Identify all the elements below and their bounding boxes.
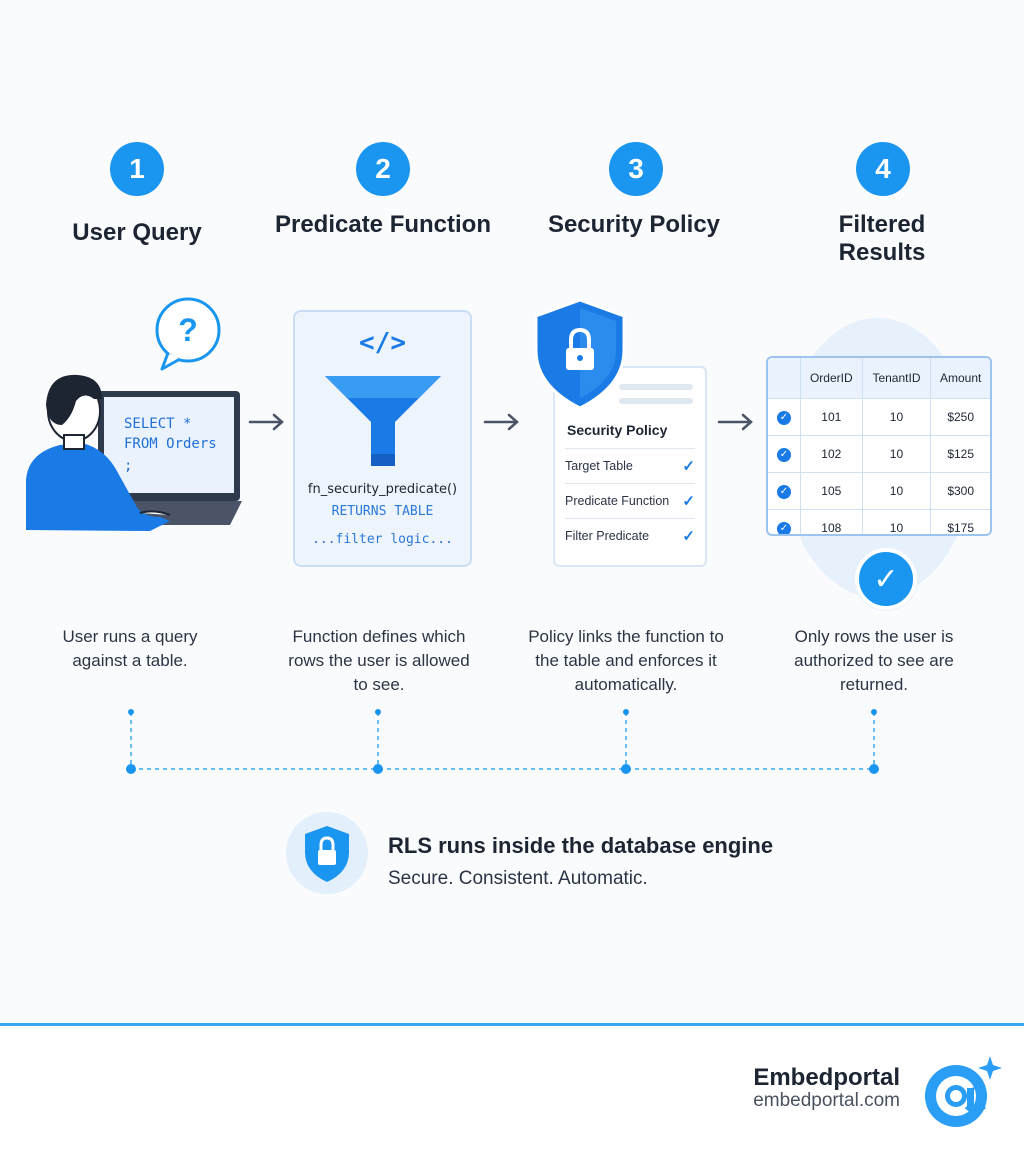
shield-lock-icon [286, 812, 368, 894]
column-header: OrderID [800, 358, 863, 399]
banner-subtitle: Secure. Consistent. Automatic. [388, 868, 648, 889]
check-circle-icon: ✓ [777, 448, 791, 462]
table-cell: $175 [930, 509, 990, 534]
results-header-row: OrderID TenantID Amount [768, 358, 990, 399]
arrow-right-icon [248, 413, 284, 431]
table-cell: $250 [930, 398, 990, 436]
check-circle-icon: ✓ [777, 411, 791, 425]
code-icon: </> [359, 328, 406, 358]
table-cell: 10 [861, 472, 931, 510]
arrow-right-icon [483, 413, 519, 431]
svg-text:?: ? [178, 312, 198, 348]
step-3-title: Security Policy [547, 211, 721, 238]
step-1-title: User Query [72, 219, 202, 246]
predicate-logic: ...filter logic... [312, 532, 453, 547]
table-cell: $300 [930, 472, 990, 510]
policy-row-label: Target Table [565, 459, 633, 473]
column-header: TenantID [861, 358, 931, 399]
step-2-description: Function defines which rows the user is … [288, 627, 470, 694]
arrow-right-icon [717, 413, 753, 431]
step-3-description: Policy links the function to the table a… [528, 627, 724, 694]
table-cell: 10 [861, 509, 931, 534]
at-sign-logo [925, 1056, 1002, 1127]
policy-row-target-table: Target Table ✓ [565, 448, 695, 483]
table-row: ✓ 102 10 $125 [768, 435, 990, 473]
checkmark-badge-icon: ✓ [855, 548, 917, 610]
table-row: ✓ 105 10 $300 [768, 472, 990, 510]
predicate-returns: RETURNS TABLE [331, 504, 434, 519]
step-2-title: Predicate Function [274, 211, 492, 238]
checkmark-icon: ✓ [682, 528, 695, 545]
table-cell: $125 [930, 435, 990, 473]
step-4-number: 4 [856, 142, 910, 196]
user-laptop-illustration: ? [26, 297, 242, 531]
table-cell: 102 [800, 435, 863, 473]
predicate-function-card: </> fn_security_predicate() RETURNS TABL… [293, 310, 472, 567]
table-row: ✓ 108 10 $175 [768, 509, 990, 534]
step-4-description: Only rows the user is authorized to see … [794, 627, 954, 694]
query-line-1: SELECT * [124, 416, 192, 432]
policy-card-title: Security Policy [567, 422, 668, 438]
table-cell: 108 [800, 509, 863, 534]
footer-divider [0, 1023, 1024, 1026]
table-cell: 10 [861, 435, 931, 473]
table-cell: 105 [800, 472, 863, 510]
query-line-2: FROM Orders [124, 436, 217, 452]
policy-row-label: Filter Predicate [565, 529, 650, 543]
banner-title: RLS runs inside the database engine [388, 833, 774, 858]
check-circle-icon: ✓ [777, 485, 791, 499]
checkmark-icon: ✓ [682, 493, 695, 510]
table-row: ✓ 101 10 $250 [768, 398, 990, 436]
brand-name: Embedportal [753, 1064, 900, 1091]
brand-url: embedportal.com [753, 1090, 900, 1111]
footer [0, 1026, 1024, 1154]
query-line-3: ; [124, 458, 133, 474]
step-1-description: User runs a query against a table. [62, 627, 198, 670]
step-4-title: Filtered Results [838, 211, 926, 266]
checkmark-icon: ✓ [682, 458, 695, 475]
policy-row-label: Predicate Function [565, 494, 670, 508]
predicate-function-name: fn_security_predicate() [307, 482, 458, 497]
step-1-number: 1 [110, 142, 164, 196]
step-connector-line [126, 709, 879, 774]
step-3-number: 3 [609, 142, 663, 196]
table-cell: 10 [861, 398, 931, 436]
table-cell: 101 [800, 398, 863, 436]
question-bubble-icon: ? [155, 297, 221, 371]
funnel-icon [325, 376, 441, 466]
shield-lock-icon [534, 298, 626, 410]
policy-row-predicate-function: Predicate Function ✓ [565, 483, 695, 518]
check-circle-icon: ✓ [777, 522, 791, 534]
results-table: OrderID TenantID Amount ✓ 101 10 $250 ✓ … [766, 356, 992, 536]
policy-row-filter-predicate: Filter Predicate ✓ [565, 518, 695, 553]
step-2-number: 2 [356, 142, 410, 196]
column-header: Amount [930, 358, 990, 399]
